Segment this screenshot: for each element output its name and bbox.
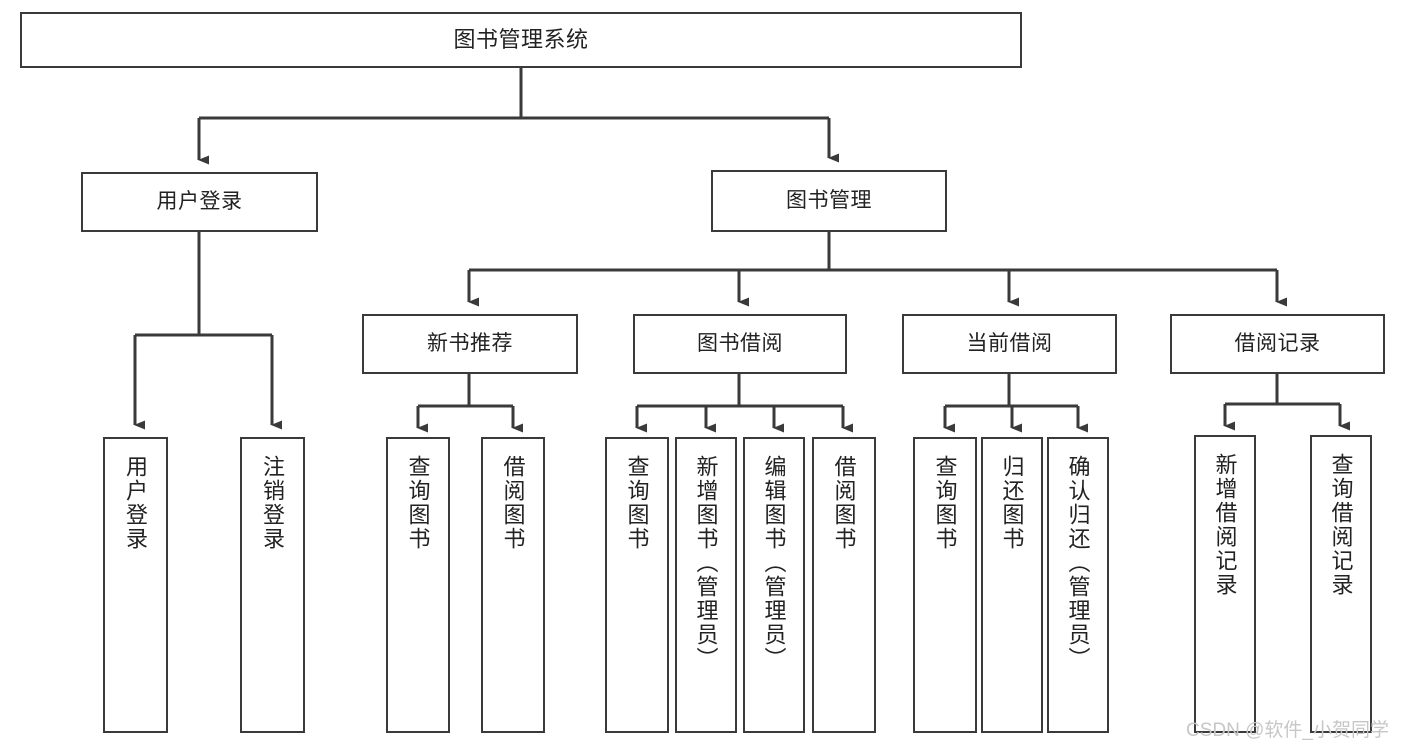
node-label: 图书管理系统 [453,27,589,53]
leaf-recommend-borrow-book[interactable]: 借阅图书 [481,437,545,733]
node-label: 确认归还（管理员） [1065,455,1091,671]
leaf-current-return-book[interactable]: 归还图书 [981,437,1043,733]
leaf-record-query-borrow-record[interactable]: 查询借阅记录 [1310,435,1372,733]
node-label: 新书推荐 [427,331,513,355]
node-label: 查询借阅记录 [1328,453,1354,597]
leaf-record-add-borrow-record[interactable]: 新增借阅记录 [1194,435,1256,733]
node-book-borrowing[interactable]: 图书借阅 [633,314,847,374]
node-label: 当前借阅 [966,331,1053,355]
node-book-management[interactable]: 图书管理 [711,170,947,232]
leaf-user-login[interactable]: 用户登录 [103,437,168,733]
node-root-book-management-system[interactable]: 图书管理系统 [20,12,1022,68]
node-label: 注销登录 [260,455,286,551]
leaf-user-logout[interactable]: 注销登录 [240,437,305,733]
leaf-recommend-query-book[interactable]: 查询图书 [386,437,450,733]
node-label: 借阅图书 [500,455,526,551]
node-borrowing-records[interactable]: 借阅记录 [1170,314,1385,374]
node-label: 用户登录 [156,189,243,213]
node-label: 借阅记录 [1234,331,1321,355]
node-label: 图书管理 [786,188,872,212]
node-label: 用户登录 [123,455,149,551]
leaf-borrow-add-book-admin[interactable]: 新增图书（管理员） [675,437,737,733]
leaf-borrow-edit-book-admin[interactable]: 编辑图书（管理员） [743,437,805,733]
node-label: 查询图书 [624,455,650,551]
csdn-watermark: CSDN @软件_小贺同学 [1186,720,1389,741]
node-label: 编辑图书（管理员） [761,455,787,671]
node-label: 归还图书 [999,455,1025,551]
node-label: 查询图书 [932,455,958,551]
node-label: 图书借阅 [697,331,783,355]
leaf-current-confirm-return-admin[interactable]: 确认归还（管理员） [1047,437,1109,733]
node-label: 新增图书（管理员） [693,455,719,671]
node-label: 借阅图书 [831,455,857,551]
leaf-borrow-do-borrow-book[interactable]: 借阅图书 [812,437,876,733]
node-current-borrowing[interactable]: 当前借阅 [902,314,1117,374]
node-new-book-recommendation[interactable]: 新书推荐 [362,314,578,374]
node-user-login[interactable]: 用户登录 [81,172,318,232]
node-label: 新增借阅记录 [1212,453,1238,597]
node-label: 查询图书 [405,455,431,551]
leaf-borrow-query-book[interactable]: 查询图书 [605,437,669,733]
leaf-current-query-book[interactable]: 查询图书 [913,437,977,733]
